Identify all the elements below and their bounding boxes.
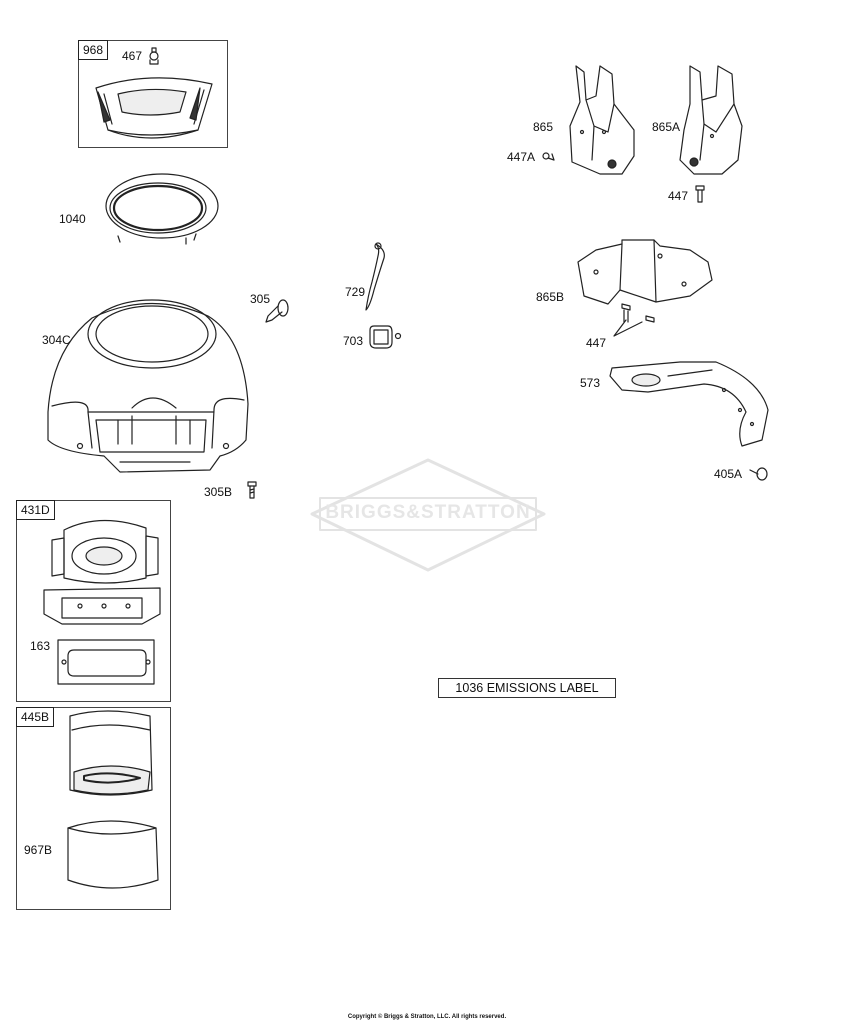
group-445B-frame [16,707,171,910]
label-447A[interactable]: 447A [507,150,536,164]
label-865B[interactable]: 865B [536,290,565,304]
label-967B[interactable]: 967B [24,843,53,857]
box-tag-968[interactable]: 968 [78,40,109,60]
part-1040-screen[interactable] [105,173,219,245]
part-447-screw-top[interactable] [695,185,705,203]
label-305[interactable]: 305 [250,292,271,306]
label-1040[interactable]: 1040 [59,212,86,226]
part-305-screw[interactable] [265,299,289,323]
part-445B-filter[interactable] [69,710,153,796]
part-865-baffle[interactable] [569,65,635,175]
watermark-text: BRIGGS&STRATTON [325,502,531,523]
part-729-clip[interactable] [365,242,385,311]
part-304C-blower-housing[interactable] [47,299,249,473]
label-405A[interactable]: 405A [714,467,743,481]
label-865A[interactable]: 865A [652,120,681,134]
label-305B[interactable]: 305B [204,485,233,499]
label-447-mid[interactable]: 447 [586,336,607,350]
part-163-gasket[interactable] [57,639,155,685]
part-703-clamp[interactable] [369,325,402,349]
part-305B-screw[interactable] [247,481,257,499]
label-304C[interactable]: 304C [42,333,71,347]
box-tag-431D[interactable]: 431D [16,500,55,520]
copyright-footer: Copyright © Briggs & Stratton, LLC. All … [347,1014,507,1020]
label-865[interactable]: 865 [533,120,554,134]
label-163[interactable]: 163 [30,639,51,653]
emissions-label-box[interactable]: 1036 EMISSIONS LABEL [438,678,616,698]
part-467-nut[interactable] [149,47,159,65]
label-467[interactable]: 467 [122,49,143,63]
group-431D-frame [16,500,171,702]
part-431D-air-cleaner[interactable] [43,519,161,625]
part-447-screws-mid[interactable] [613,303,655,337]
group-968-frame [78,40,228,148]
part-573-back-plate[interactable] [609,361,769,447]
part-865B-baffle[interactable] [577,239,713,305]
watermark-logo [310,458,546,572]
part-447A-screw[interactable] [542,152,555,161]
box-tag-445B[interactable]: 445B [16,707,55,727]
part-405A-screw[interactable] [749,467,768,481]
label-729[interactable]: 729 [345,285,366,299]
part-968-screen-cover[interactable] [95,77,213,139]
part-865A-baffle[interactable] [679,65,743,175]
part-967B-pre-cleaner[interactable] [67,820,159,889]
label-447-top[interactable]: 447 [668,189,689,203]
label-573[interactable]: 573 [580,376,601,390]
label-703[interactable]: 703 [343,334,364,348]
